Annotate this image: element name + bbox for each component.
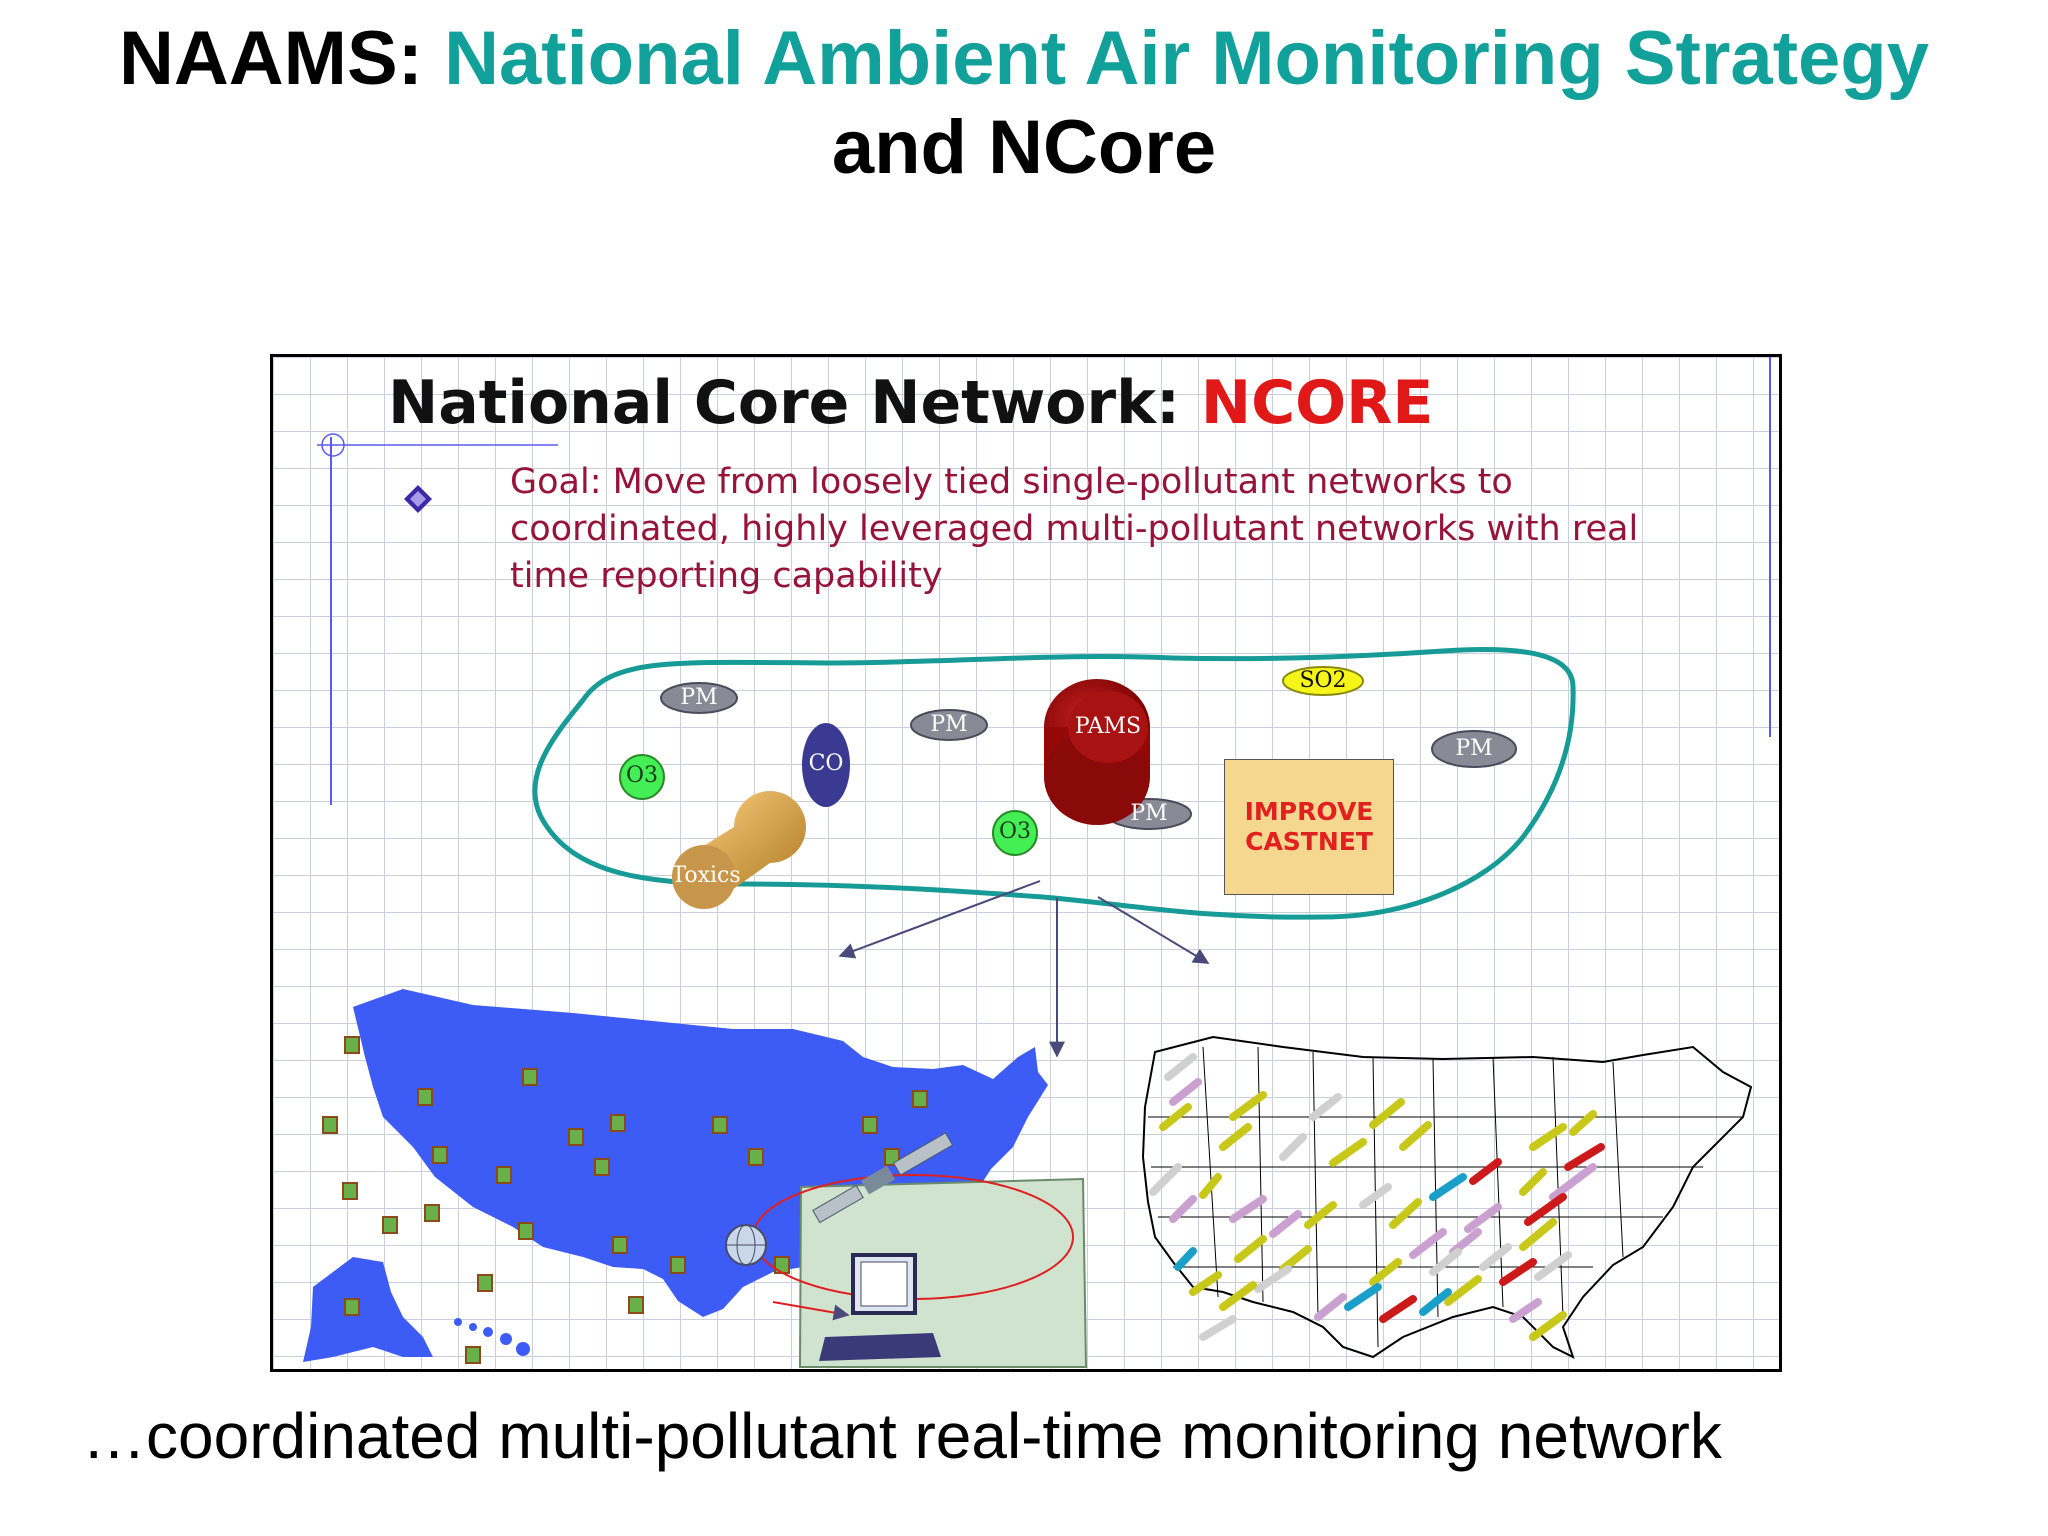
monitoring-station-icon — [522, 1068, 538, 1086]
pams-cylinder — [1044, 679, 1150, 825]
label-castnet: CASTNET — [1245, 827, 1373, 856]
monitoring-station-icon — [518, 1222, 534, 1240]
network-site-bars — [1149, 1053, 1605, 1341]
label-toxics: Toxics — [671, 863, 741, 888]
so2-ellipse — [1282, 666, 1364, 696]
arrow-icon — [838, 880, 1041, 959]
hawaii-islands — [454, 1318, 530, 1356]
monitoring-station-icon — [610, 1114, 626, 1132]
label-o3-2: O3 — [998, 819, 1032, 844]
slide-graphics — [303, 357, 1771, 1368]
alaska-map — [303, 1257, 433, 1362]
pm-ellipse-2 — [910, 709, 988, 741]
monitoring-station-icon — [417, 1088, 433, 1106]
label-pm-4: PM — [1130, 801, 1168, 826]
label-improve: IMPROVE — [1244, 797, 1374, 826]
monitoring-station-icon — [568, 1128, 584, 1146]
us-state-map-outline — [1141, 1035, 1753, 1359]
page-title: NAAMS: National Ambient Air Monitoring S… — [0, 14, 2048, 104]
ncore-slide-image: National Core Network: NCORE Goal: Move … — [270, 354, 1782, 1372]
toxics-cylinder — [672, 791, 806, 909]
bottom-caption: …coordinated multi-pollutant real-time m… — [82, 1400, 1722, 1472]
co-ellipse — [802, 723, 850, 807]
pm-ellipse-3 — [1431, 730, 1517, 768]
monitoring-station-icon — [594, 1158, 610, 1176]
monitoring-station-icon — [344, 1298, 360, 1316]
monitoring-station-icon — [884, 1148, 900, 1166]
monitoring-station-icon — [612, 1236, 628, 1254]
monitoring-station-icon — [748, 1148, 764, 1166]
decorative-margin-lines — [317, 357, 1771, 805]
o3-circle-2 — [992, 810, 1038, 856]
label-pm-3: PM — [1455, 736, 1493, 761]
label-co: CO — [808, 751, 844, 776]
monitoring-station-icon — [670, 1256, 686, 1274]
bullet-diamond-icon — [404, 485, 432, 513]
label-pams: PAMS — [1074, 714, 1142, 739]
ncore-title-prefix: National Core Network: — [388, 368, 1180, 438]
monitoring-station-icon — [424, 1204, 440, 1222]
satellite-icon — [812, 1132, 954, 1224]
title-prefix: NAAMS: — [119, 16, 423, 101]
monitoring-station-icon — [862, 1116, 878, 1134]
globe-icon — [725, 1224, 767, 1266]
monitoring-station-icon — [477, 1274, 493, 1292]
goal-statement: Goal: Move from loosely tied single-poll… — [510, 462, 1639, 596]
label-so2: SO2 — [1299, 668, 1347, 693]
title-main: National Ambient Air Monitoring Strategy — [444, 16, 1929, 101]
monitoring-station-icon — [342, 1182, 358, 1200]
label-o3-1: O3 — [625, 763, 659, 788]
ncore-slide-title: National Core Network: NCORE — [388, 363, 1433, 443]
improve-castnet-box: IMPROVE CASTNET — [1224, 759, 1394, 895]
monitoring-station-icon — [432, 1146, 448, 1164]
page-title-line2: and NCore — [831, 105, 1217, 190]
monitoring-station-icon — [322, 1116, 338, 1134]
o3-circle-1 — [619, 754, 665, 800]
computer-icon — [819, 1253, 941, 1361]
monitoring-station-icon — [382, 1216, 398, 1234]
label-pm-1: PM — [680, 685, 718, 710]
arrow-icon — [1097, 896, 1210, 964]
pm-ellipse-1 — [660, 682, 738, 714]
distribution-arrows — [838, 880, 1210, 1058]
monitoring-station-icon — [628, 1296, 644, 1314]
monitoring-station-icon — [496, 1166, 512, 1184]
label-pm-2: PM — [930, 712, 968, 737]
monitoring-station-icon — [912, 1090, 928, 1108]
realtime-reporting-illustration — [725, 1132, 1088, 1368]
monitoring-station-icon — [344, 1036, 360, 1054]
monitoring-station-icon — [465, 1346, 481, 1364]
ncore-title-highlight: NCORE — [1200, 368, 1434, 438]
monitoring-station-icon — [712, 1116, 728, 1134]
